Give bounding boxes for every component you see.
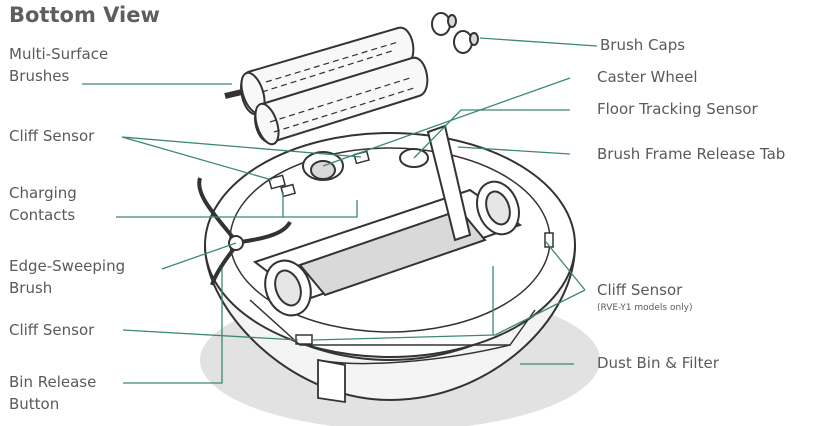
label-brush-frame-release-tab: Brush Frame Release Tab [597, 145, 786, 163]
label-bin-release-button-line1: Bin Release [9, 373, 97, 391]
label-cliff-sensor-top: Cliff Sensor [9, 127, 95, 145]
label-brush-caps: Brush Caps [600, 36, 686, 54]
label-charging-contacts-line2: Contacts [9, 206, 76, 224]
dust-bin-outline [249, 299, 536, 365]
label-cliff-sensor-right-note: (RVE-Y1 models only) [597, 303, 693, 313]
page-title: Bottom View [9, 3, 160, 27]
leader-lines [82, 37, 598, 384]
label-edge-sweeping-brush-line1: Edge-Sweeping [9, 257, 126, 275]
edge-sweeping-brush [197, 177, 292, 286]
label-bin-release-button-line2: Button [9, 395, 60, 413]
label-cliff-sensor-right: Cliff Sensor [597, 281, 683, 299]
multi-surface-brushes [224, 26, 429, 146]
label-multi-surface-brushes-line1: Multi-Surface [9, 45, 109, 63]
release-tab [426, 124, 472, 242]
label-dust-bin-filter: Dust Bin & Filter [597, 354, 719, 372]
label-charging-contacts-line1: Charging [9, 184, 77, 202]
label-edge-sweeping-brush-line2: Brush [9, 279, 53, 297]
brush-caps [431, 12, 479, 54]
wheels [264, 180, 520, 317]
label-caster-wheel: Caster Wheel [597, 68, 698, 86]
bin-release-button [317, 358, 346, 404]
label-cliff-sensor-bottom: Cliff Sensor [9, 321, 95, 339]
label-multi-surface-brushes-line2: Brushes [9, 67, 70, 85]
label-floor-tracking-sensor: Floor Tracking Sensor [597, 100, 758, 118]
